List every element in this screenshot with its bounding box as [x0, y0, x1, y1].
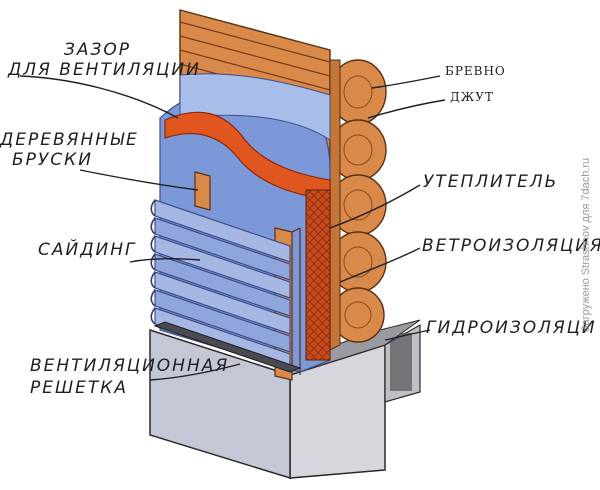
- leader-jute: [367, 99, 446, 119]
- label-jute: ДЖУТ: [450, 90, 494, 104]
- label-grille-line1: ВЕНТИЛЯЦИОННАЯ: [30, 356, 230, 376]
- label-grille-line2: РЕШЕТКА: [30, 378, 128, 398]
- label-insulation: УТЕПЛИТЕЛЬ: [423, 172, 559, 192]
- label-gap-line1: ЗАЗОР: [64, 40, 132, 60]
- foundation-block: [149, 319, 421, 480]
- leader-wind-barrier: [339, 247, 421, 283]
- leader-lines: [19, 75, 446, 381]
- leader-gap: [19, 75, 179, 119]
- label-siding: САЙДИНГ: [38, 240, 137, 260]
- leader-waterproofing: [384, 329, 431, 341]
- vent-grille: [153, 321, 302, 373]
- foundation-dark-slot: [390, 333, 412, 391]
- insulation-mesh: [305, 189, 331, 361]
- label-gap-line2: ДЛЯ ВЕНТИЛЯЦИИ: [8, 60, 201, 80]
- label-bars-line2: БРУСКИ: [12, 150, 93, 170]
- leader-siding: [129, 257, 201, 263]
- leader-insulation: [329, 184, 421, 229]
- label-waterproofing: ГИДРОИЗОЛЯЦИ: [426, 318, 597, 338]
- leader-log: [371, 75, 441, 89]
- watermark-text: Загружено Strashnov для 7dach.ru: [580, 157, 592, 333]
- leader-bars: [79, 169, 199, 191]
- label-bars-line1: ДЕРЕВЯННЫЕ: [0, 130, 139, 150]
- leader-grille: [149, 363, 241, 381]
- log-ends: [329, 59, 387, 343]
- label-wind-barrier: ВЕТРОИЗОЛЯЦИЯ: [422, 236, 600, 256]
- label-log: БРЕВНО: [445, 64, 506, 78]
